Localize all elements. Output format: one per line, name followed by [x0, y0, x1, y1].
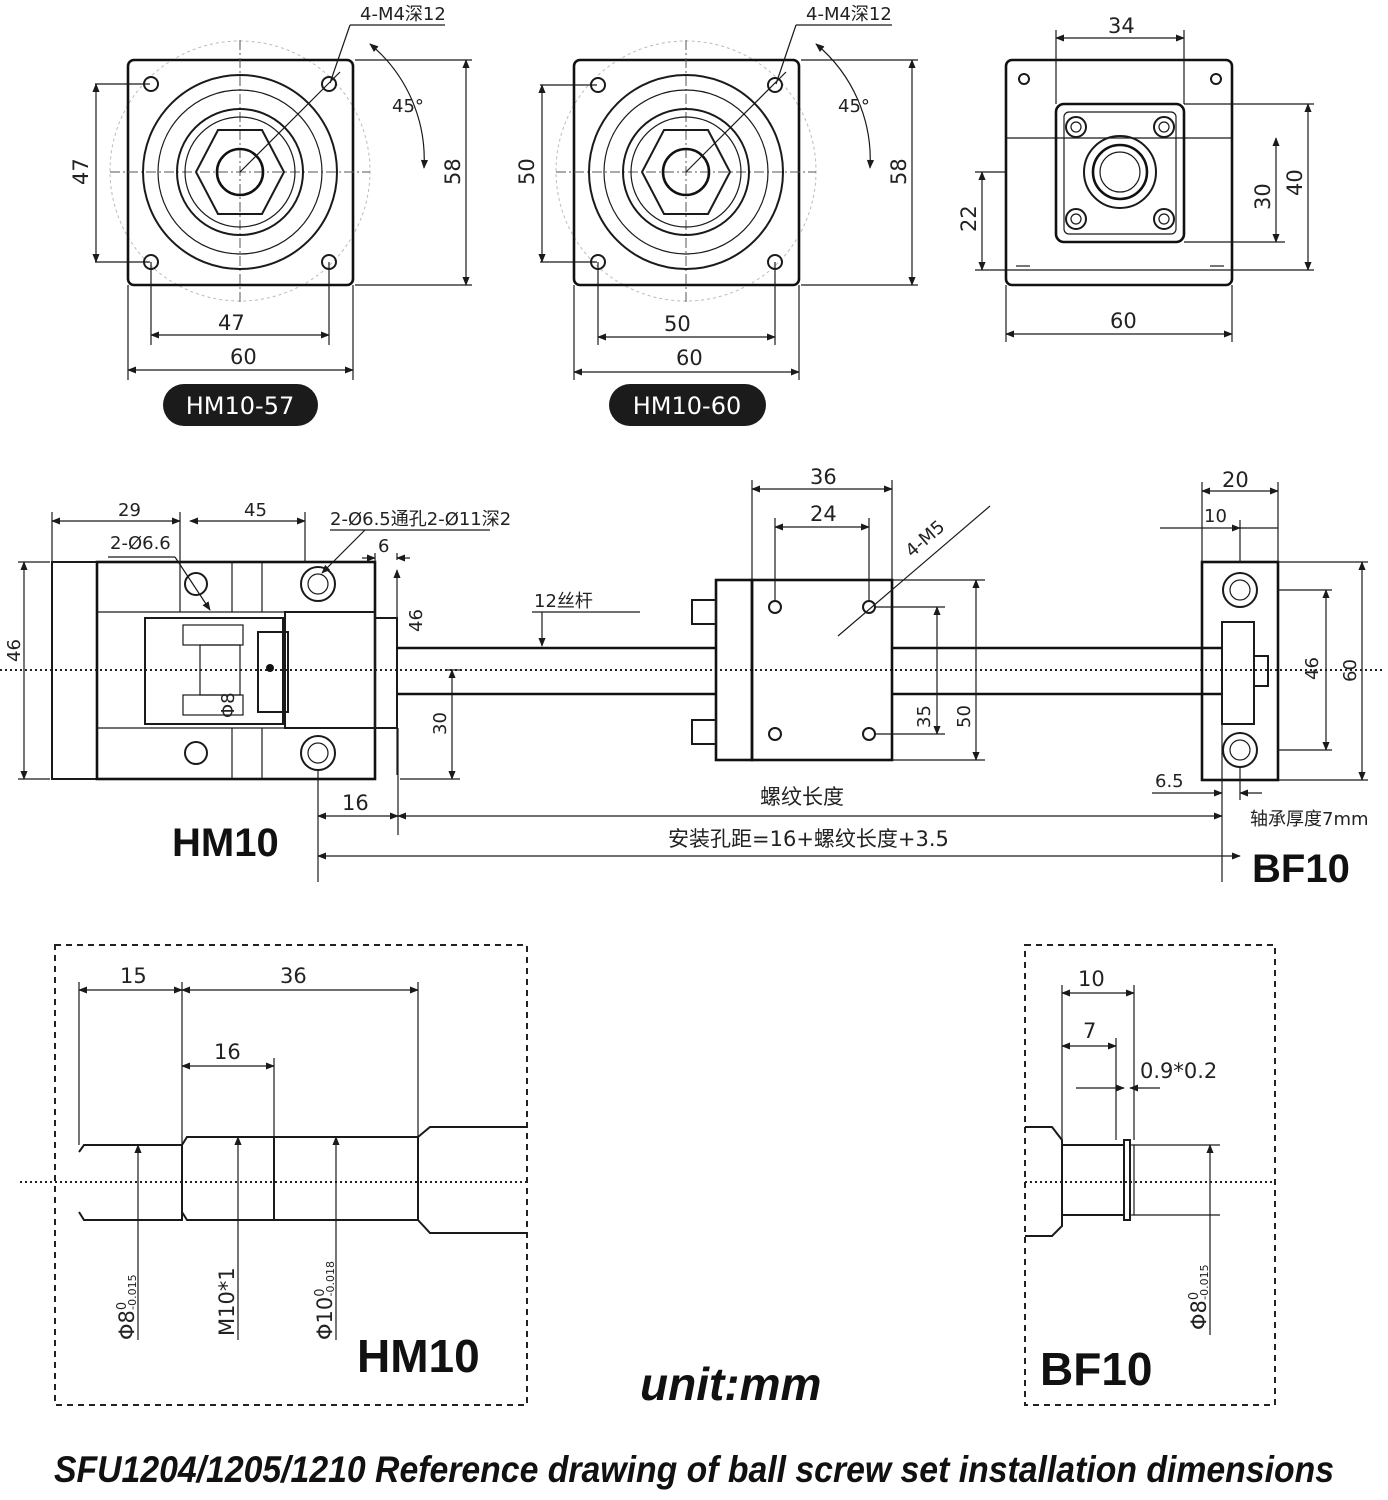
flange-57-angle-label: 45°: [392, 96, 424, 117]
assembly-bf-bearing-note: 轴承厚度7mm: [1250, 809, 1369, 830]
flange-57-holes-label: 4-M4深12: [360, 4, 446, 25]
assembly-bf-d10: 10: [1204, 506, 1227, 527]
flange-57-inner-v: 47: [69, 158, 93, 185]
flange-60-inner-h: 50: [664, 312, 691, 336]
assembly-mount-spacing: 安装孔距=16+螺纹长度+3.5: [668, 827, 949, 851]
flange-57-view: 4-M4深12 45° 47 58 47 60 HM10-57: [69, 4, 472, 426]
assembly-thread-length: 螺纹长度: [760, 785, 844, 809]
flange-60-badge: [609, 384, 766, 426]
assembly-hm-holes-b: 2-Ø6.5通孔2-Ø11深2: [330, 509, 511, 530]
bf10-front-bottom-dim: 60: [1110, 309, 1137, 333]
flange-57-outer-v: 58: [441, 158, 465, 185]
detail-hm10: 15 36 16 Φ80-0.015 M10*1 Φ100-0.018 HM10: [20, 944, 528, 1406]
assembly-hm-d6: 6: [378, 536, 389, 557]
flange-57-inner-h: 47: [218, 311, 245, 335]
bf10-front-left-dim: 22: [957, 205, 981, 232]
assembly-hm-holes-a: 2-Ø6.6: [110, 533, 171, 554]
bf10-front-r2-dim: 40: [1283, 169, 1307, 196]
flange-60-outer-h: 60: [676, 346, 703, 370]
bf10-front-r1-dim: 30: [1251, 183, 1275, 210]
flange-57-badge: [163, 384, 318, 426]
assembly-nut-d24: 24: [810, 502, 837, 526]
assembly-bf-d46: 46: [1302, 657, 1323, 680]
detail-hm-d36: 36: [280, 964, 307, 988]
detail-bf-d7: 7: [1083, 1019, 1096, 1043]
flange-60-outer-v: 58: [887, 158, 911, 185]
assembly-hm-d29: 29: [118, 500, 141, 521]
detail-bf-groove: 0.9*0.2: [1140, 1059, 1217, 1083]
assembly-bf-d65: 6.5: [1155, 771, 1184, 792]
assembly-bf-label: BF10: [1252, 847, 1350, 891]
assembly-hm-phi8: Φ8: [218, 692, 239, 718]
detail-hm-thread: M10*1: [215, 1267, 239, 1336]
detail-bf-d10: 10: [1078, 967, 1105, 991]
unit-label: unit:mm: [640, 1358, 821, 1410]
bf10-front-view: 34 60 22 30 40: [957, 14, 1314, 342]
assembly-bf-d60: 60: [1340, 659, 1361, 682]
assembly-bf-d20: 20: [1222, 468, 1249, 492]
assembly-nut-d35: 35: [914, 705, 935, 728]
assembly-nut-d36: 36: [810, 465, 837, 489]
detail-hm-d15: 15: [120, 964, 147, 988]
assembly-hm-d30: 30: [430, 712, 451, 735]
detail-bf-label: BF10: [1040, 1343, 1152, 1395]
assembly-hm-d46-left: 46: [4, 639, 25, 662]
detail-hm-phi8: Φ80-0.015: [115, 1274, 139, 1340]
flange-60-holes-label: 4-M4深12: [806, 4, 892, 25]
assembly-nut-d50: 50: [954, 705, 975, 728]
detail-bf10: 10 7 0.9*0.2 Φ80-0.015 BF10: [1024, 944, 1276, 1406]
detail-hm-d16: 16: [214, 1040, 241, 1064]
assembly-hm-d16: 16: [342, 791, 369, 815]
detail-bf-phi8: Φ80-0.015: [1187, 1264, 1211, 1330]
flange-60-inner-v: 50: [515, 158, 539, 185]
footer-caption: SFU1204/1205/1210 Reference drawing of b…: [54, 1449, 1334, 1490]
assembly-view: Φ8 29 45 2-Ø6.6 2-Ø6.5通孔2-Ø11深2 6 46 46 …: [0, 465, 1385, 891]
assembly-screw-label: 12丝杆: [534, 591, 593, 612]
assembly-hm-label: HM10: [172, 821, 279, 865]
detail-hm-label: HM10: [357, 1330, 480, 1382]
flange-57-outer-h: 60: [230, 345, 257, 369]
flange-57-badge-label: HM10-57: [186, 392, 295, 420]
detail-hm-phi10: Φ100-0.018: [313, 1261, 337, 1340]
flange-60-view: 4-M4深12 45° 50 58 50 60 HM10-60: [515, 4, 918, 426]
assembly-hm-d45: 45: [244, 500, 267, 521]
assembly-nut-holes: 4-M5: [902, 516, 950, 561]
assembly-hm-d46-inner: 46: [406, 609, 427, 632]
flange-60-badge-label: HM10-60: [633, 392, 742, 420]
flange-60-angle-label: 45°: [838, 96, 870, 117]
bf10-front-top-dim: 34: [1108, 14, 1135, 38]
